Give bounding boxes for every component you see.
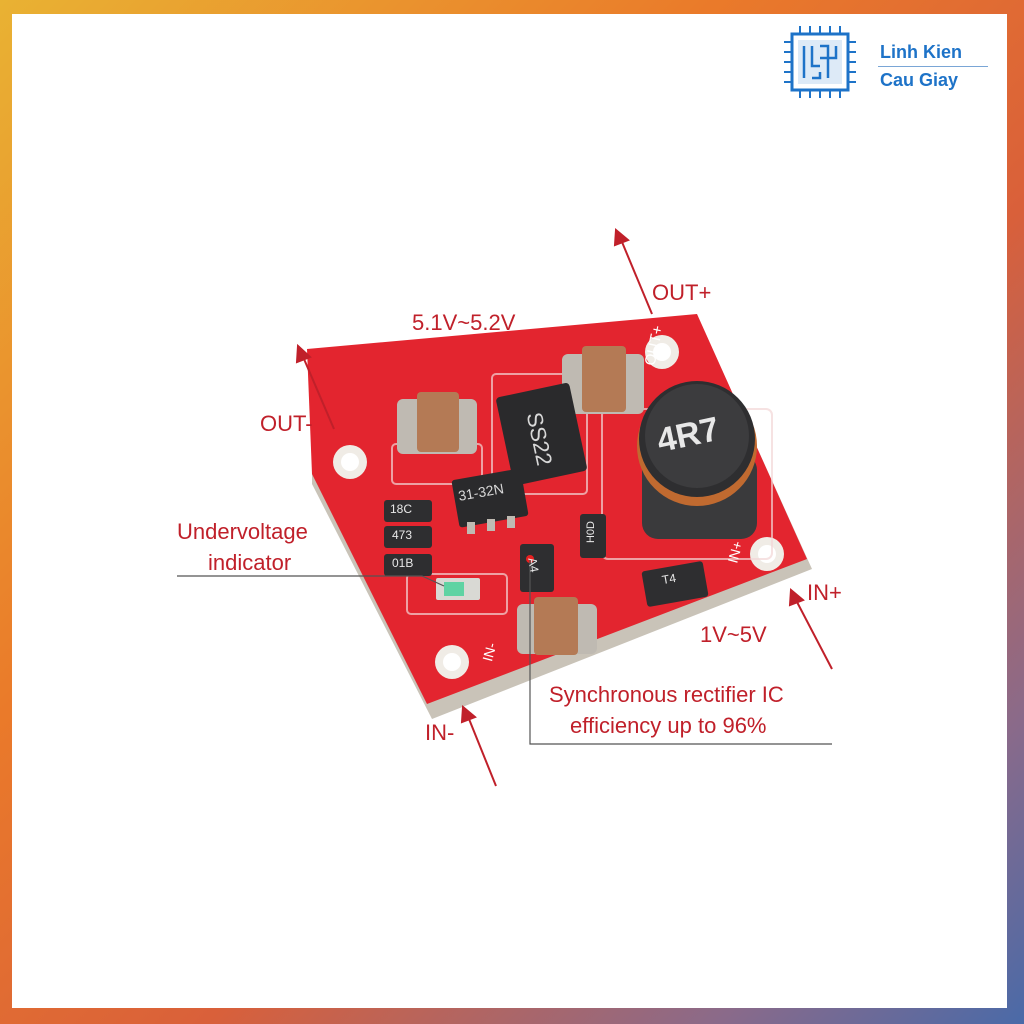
capacitor-left bbox=[397, 392, 477, 454]
label-sync-rectifier: Synchronous rectifier IC bbox=[549, 682, 784, 707]
led-indicator bbox=[436, 578, 480, 600]
pcb-illustration bbox=[177, 227, 833, 787]
marking-res4: H0D bbox=[585, 520, 598, 544]
brand-name-line2: Cau Giay bbox=[880, 70, 959, 90]
label-out-plus: OUT+ bbox=[652, 280, 712, 305]
marking-res3: 01B bbox=[392, 556, 414, 570]
chip-logo-icon bbox=[784, 26, 856, 98]
ic-chip bbox=[451, 468, 529, 534]
label-in-plus: IN+ bbox=[807, 580, 842, 605]
label-in-minus: IN- bbox=[425, 720, 455, 745]
label-out-minus: OUT- bbox=[260, 411, 313, 436]
diode-ss22 bbox=[496, 383, 587, 486]
transistor bbox=[641, 561, 709, 607]
label-undervoltage: Undervoltage bbox=[177, 519, 308, 544]
marking-transistor: T4 bbox=[660, 570, 678, 588]
label-output-range: 5.1V~5.2V bbox=[412, 310, 516, 335]
resistors bbox=[384, 500, 606, 576]
label-efficiency: efficiency up to 96% bbox=[570, 713, 767, 738]
label-input-range: 1V~5V bbox=[700, 622, 767, 647]
capacitor-top bbox=[562, 346, 644, 414]
product-image-canvas: OUT+ IN+ IN- 4R7 SS22 31-32N 18C 473 01B… bbox=[12, 14, 1007, 1008]
capacitor-bottom bbox=[517, 597, 597, 655]
label-indicator: indicator bbox=[208, 550, 292, 575]
brand-logo: Linh Kien Cau Giay bbox=[780, 22, 1000, 102]
brand-divider bbox=[878, 66, 988, 67]
inductor bbox=[637, 381, 757, 539]
marking-res2: 473 bbox=[392, 528, 413, 542]
marking-mosfet: A4 bbox=[525, 556, 542, 574]
brand-name-line1: Linh Kien bbox=[880, 42, 962, 62]
marking-res1: 18C bbox=[390, 502, 413, 516]
